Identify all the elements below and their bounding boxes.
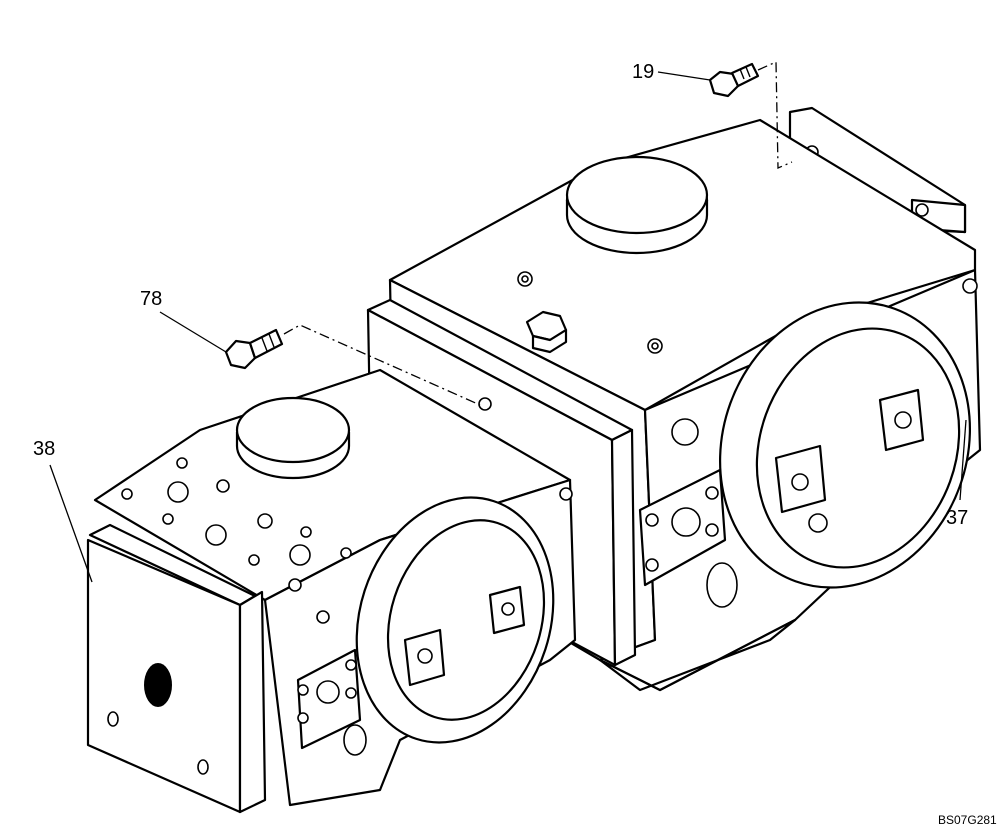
bolt-78 — [224, 328, 284, 370]
leader-78 — [159, 311, 227, 353]
leader-19 — [657, 71, 711, 81]
bolt-78-alignment-line — [283, 324, 481, 406]
callout-19: 19 — [632, 61, 654, 83]
bolt-19-alignment-line — [757, 61, 793, 169]
callout-38: 38 — [33, 438, 55, 460]
callout-37: 37 — [946, 507, 968, 529]
drawing-code: BS07G281 — [938, 813, 997, 827]
leader-38 — [49, 464, 93, 583]
bolt-19 — [708, 62, 760, 98]
callout-78: 78 — [140, 288, 162, 310]
leader-37 — [959, 419, 967, 501]
part-38-small-valve-block — [86, 368, 577, 814]
